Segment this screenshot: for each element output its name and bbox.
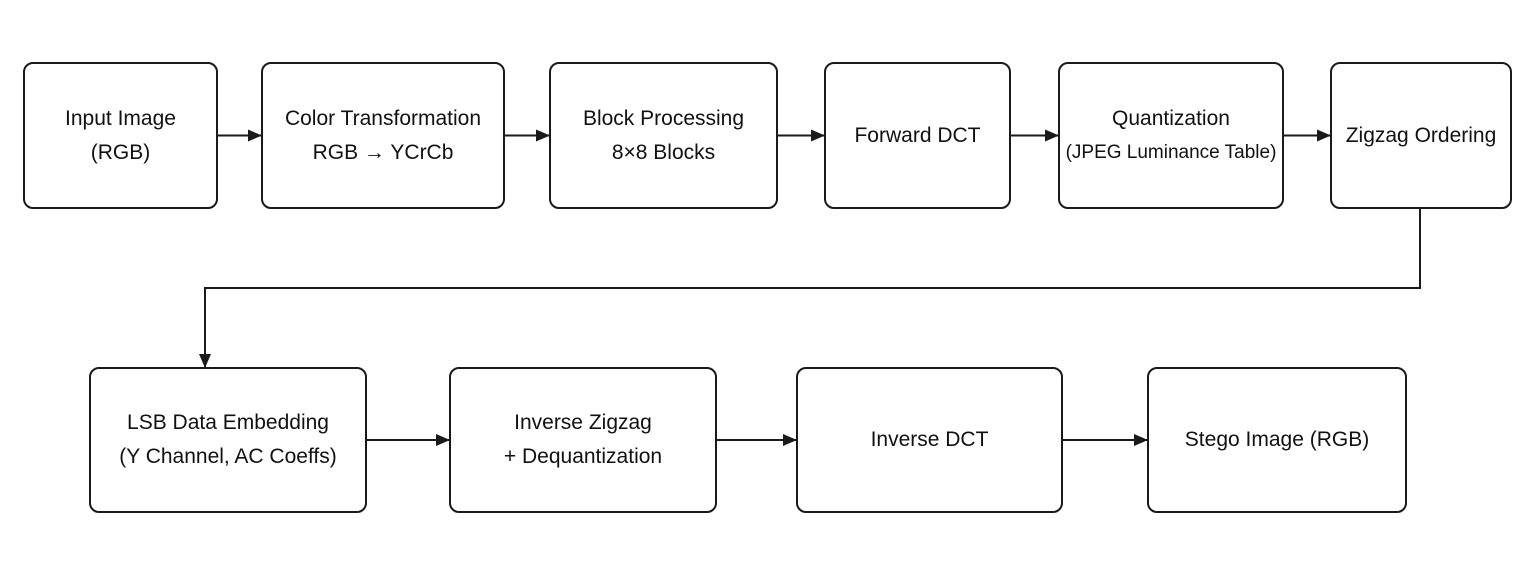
node-inverse-zigzag-line2: + Dequantization xyxy=(503,445,663,468)
node-color-transformation-line2: RGB → YCrCb xyxy=(312,140,454,164)
node-stego-image-line1: Stego Image (RGB) xyxy=(1184,428,1370,451)
node-lsb-data-embedding: LSB Data Embedding (Y Channel, AC Coeffs… xyxy=(89,367,367,513)
node-quantization: Quantization (JPEG Luminance Table) xyxy=(1058,62,1284,209)
node-block-processing: Block Processing 8×8 Blocks xyxy=(549,62,778,209)
node-zigzag-ordering: Zigzag Ordering xyxy=(1330,62,1512,209)
node-input-image-line2: (RGB) xyxy=(90,140,151,164)
node-stego-image: Stego Image (RGB) xyxy=(1147,367,1407,513)
node-forward-dct-line1: Forward DCT xyxy=(854,123,981,147)
node-inverse-zigzag: Inverse Zigzag + Dequantization xyxy=(449,367,717,513)
node-inverse-zigzag-line1: Inverse Zigzag xyxy=(514,411,652,434)
node-forward-dct: Forward DCT xyxy=(824,62,1011,209)
node-zigzag-ordering-line1: Zigzag Ordering xyxy=(1345,123,1497,147)
node-color-transformation: Color Transformation RGB → YCrCb xyxy=(261,62,505,209)
node-block-processing-line2: 8×8 Blocks xyxy=(611,140,716,164)
node-quantization-line2: (JPEG Luminance Table) xyxy=(1065,141,1277,163)
node-lsb-data-embedding-line2: (Y Channel, AC Coeffs) xyxy=(119,445,337,468)
node-input-image: Input Image (RGB) xyxy=(23,62,218,209)
node-inverse-dct-line1: Inverse DCT xyxy=(870,428,989,451)
node-inverse-dct: Inverse DCT xyxy=(796,367,1063,513)
node-input-image-line1: Input Image xyxy=(65,106,176,130)
node-quantization-line1: Quantization xyxy=(1112,106,1230,130)
arrow-zigzag-ordering-to-lsb-data-embedding xyxy=(199,209,1421,368)
node-color-transformation-line1: Color Transformation xyxy=(284,106,482,130)
node-lsb-data-embedding-line1: LSB Data Embedding xyxy=(127,411,329,434)
node-block-processing-line1: Block Processing xyxy=(582,106,745,130)
